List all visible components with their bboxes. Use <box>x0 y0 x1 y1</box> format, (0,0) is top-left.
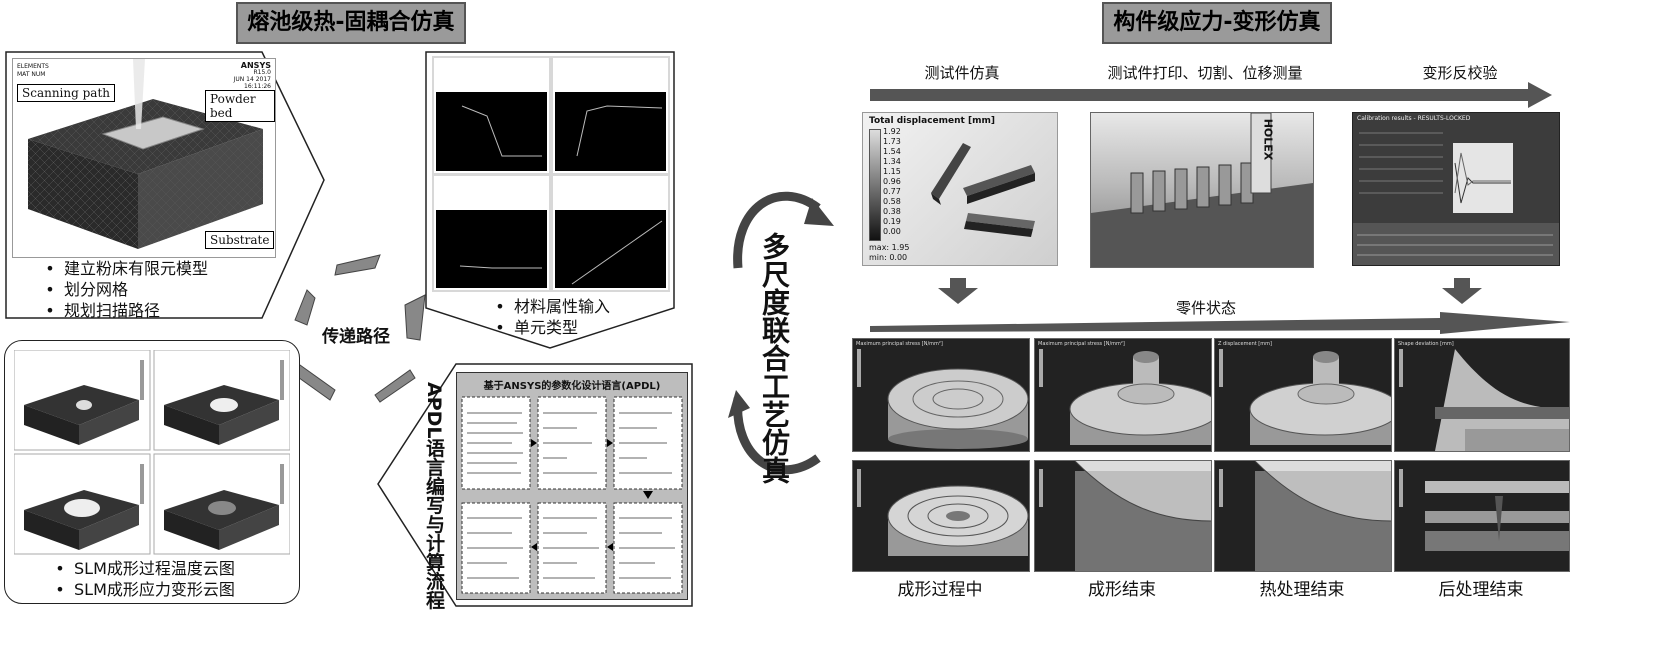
scale-value: 0.00 <box>883 227 901 236</box>
caption-post-process: 后处理结束 <box>1438 580 1524 600</box>
scale-value: 1.34 <box>883 157 901 166</box>
model-header-right-1: ANSYS <box>240 61 271 70</box>
bullet-item: 单元类型 <box>486 317 610 338</box>
part-state-label: 零件状态 <box>1176 299 1237 317</box>
bullet-item: 建立粉床有限元模型 <box>36 258 208 279</box>
scanning-path-label: Scanning path <box>17 84 116 102</box>
sim-title: Z displacement [mm] <box>1218 341 1272 347</box>
calibration-content <box>1353 132 1559 265</box>
model-header-right-2: R15.0 <box>253 69 271 76</box>
scale-value: 1.92 <box>883 127 901 136</box>
test-bars-graphic <box>931 143 1035 237</box>
displacement-title: Total displacement [mm] <box>869 116 995 126</box>
caption-forming: 成形过程中 <box>897 580 983 600</box>
apdl-title: 基于ANSYS的参数化设计语言(APDL) <box>483 381 661 392</box>
left-section-title: 熔池级热-固耦合仿真 <box>236 2 466 44</box>
step-label-print-measure: 测试件打印、切割、位移测量 <box>1107 64 1303 82</box>
sim-title: Shape deviation [mm] <box>1398 341 1454 347</box>
apdl-flowchart: 基于ANSYS的参数化设计语言(APDL) <box>456 372 688 600</box>
apdl-vertical-label: APDL语言编写与计算流程 <box>423 382 445 610</box>
down-arrow-left <box>938 278 978 304</box>
fem-model-view: ELEMENTS MAT NUM ANSYS R15.0 JUN 14 2017… <box>12 58 276 258</box>
step-label-calibration: 变形反校验 <box>1422 64 1498 82</box>
material-charts-grid <box>432 56 670 292</box>
scale-value: 1.54 <box>883 147 901 156</box>
transfer-arrows <box>294 254 426 403</box>
scale-value: 0.77 <box>883 187 901 196</box>
powder-bed-label: Powder bed <box>205 90 275 122</box>
calibration-window-title: Calibration results - RESULTS-LOCKED <box>1357 115 1471 122</box>
displacement-scale: 1.92 1.73 1.54 1.34 1.15 0.96 0.77 0.58 … <box>883 127 901 237</box>
cloud-map-thumbnails <box>13 349 291 555</box>
scale-value: 0.96 <box>883 177 901 186</box>
displacement-panel: Total displacement [mm] 1.92 1.73 1.54 1… <box>862 112 1058 266</box>
step-label-simulation: 测试件仿真 <box>924 64 1000 82</box>
meshed-cube-graphic <box>28 59 263 249</box>
apdl-flow-boxes <box>461 396 683 594</box>
caption-heat-treat: 热处理结束 <box>1259 580 1345 600</box>
scale-value: 1.73 <box>883 137 901 146</box>
sim-post-process-top: Shape deviation [mm] <box>1394 338 1570 452</box>
bullet-item: 划分网格 <box>36 279 208 300</box>
substrate-label: Substrate <box>205 231 275 249</box>
sim-forming-bottom <box>852 460 1030 572</box>
cycle-arrows <box>728 191 834 475</box>
multi-scale-vertical-label: 多尺度联合工艺仿真 <box>758 232 791 484</box>
right-section-title: 构件级应力-变形仿真 <box>1102 2 1332 44</box>
displacement-colorbar <box>869 129 881 241</box>
bullet-item: SLM成形过程温度云图 <box>46 558 235 579</box>
caption-forming-end: 成形结束 <box>1088 580 1156 600</box>
part-state-wedge-arrow <box>870 312 1570 334</box>
model-bullets: 建立粉床有限元模型 划分网格 规划扫描路径 <box>36 258 208 321</box>
sim-title: Maximum principal stress [N/mm²] <box>856 341 943 347</box>
bullet-item: 规划扫描路径 <box>36 300 208 321</box>
cloud-bullets: SLM成形过程温度云图 SLM成形应力变形云图 <box>46 558 235 600</box>
down-arrow-right <box>1442 278 1482 304</box>
top-process-arrow <box>870 82 1552 108</box>
sim-title: Maximum principal stress [N/mm²] <box>1038 341 1125 347</box>
sim-heat-treat-top: Z displacement [mm] <box>1214 338 1392 452</box>
cloud-maps-grid <box>13 349 291 556</box>
model-header-left-2: MAT NUM <box>17 71 46 78</box>
displacement-max: max: 1.95 <box>869 243 910 252</box>
calibration-window: Calibration results - RESULTS-LOCKED <box>1352 112 1560 266</box>
sim-post-process-bottom <box>1394 460 1570 572</box>
sim-forming-top: Maximum principal stress [N/mm²] <box>852 338 1030 452</box>
transfer-path-label: 传递路径 <box>322 327 390 347</box>
sim-forming-end-bottom <box>1034 460 1212 572</box>
displacement-min: min: 0.00 <box>869 253 908 262</box>
printed-parts-photo <box>1091 112 1313 267</box>
model-header-left-1: ELEMENTS <box>17 63 49 70</box>
bullet-item: 材料属性输入 <box>486 296 610 317</box>
bullet-item: SLM成形应力变形云图 <box>46 579 235 600</box>
scale-value: 0.19 <box>883 217 901 226</box>
scale-value: 0.38 <box>883 207 901 216</box>
material-curve-charts <box>434 58 668 290</box>
material-bullets: 材料属性输入 单元类型 <box>486 296 610 338</box>
scale-value: 1.15 <box>883 167 901 176</box>
sim-forming-end-top: Maximum principal stress [N/mm²] <box>1034 338 1212 452</box>
sim-heat-treat-bottom <box>1214 460 1392 572</box>
model-header-right-3: JUN 14 2017 <box>233 76 271 83</box>
photo-panel: HOLEX <box>1090 112 1314 268</box>
model-header-right-4: 16:11:26 <box>244 83 271 90</box>
scale-value: 0.58 <box>883 197 901 206</box>
holex-text: HOLEX <box>1261 118 1275 161</box>
